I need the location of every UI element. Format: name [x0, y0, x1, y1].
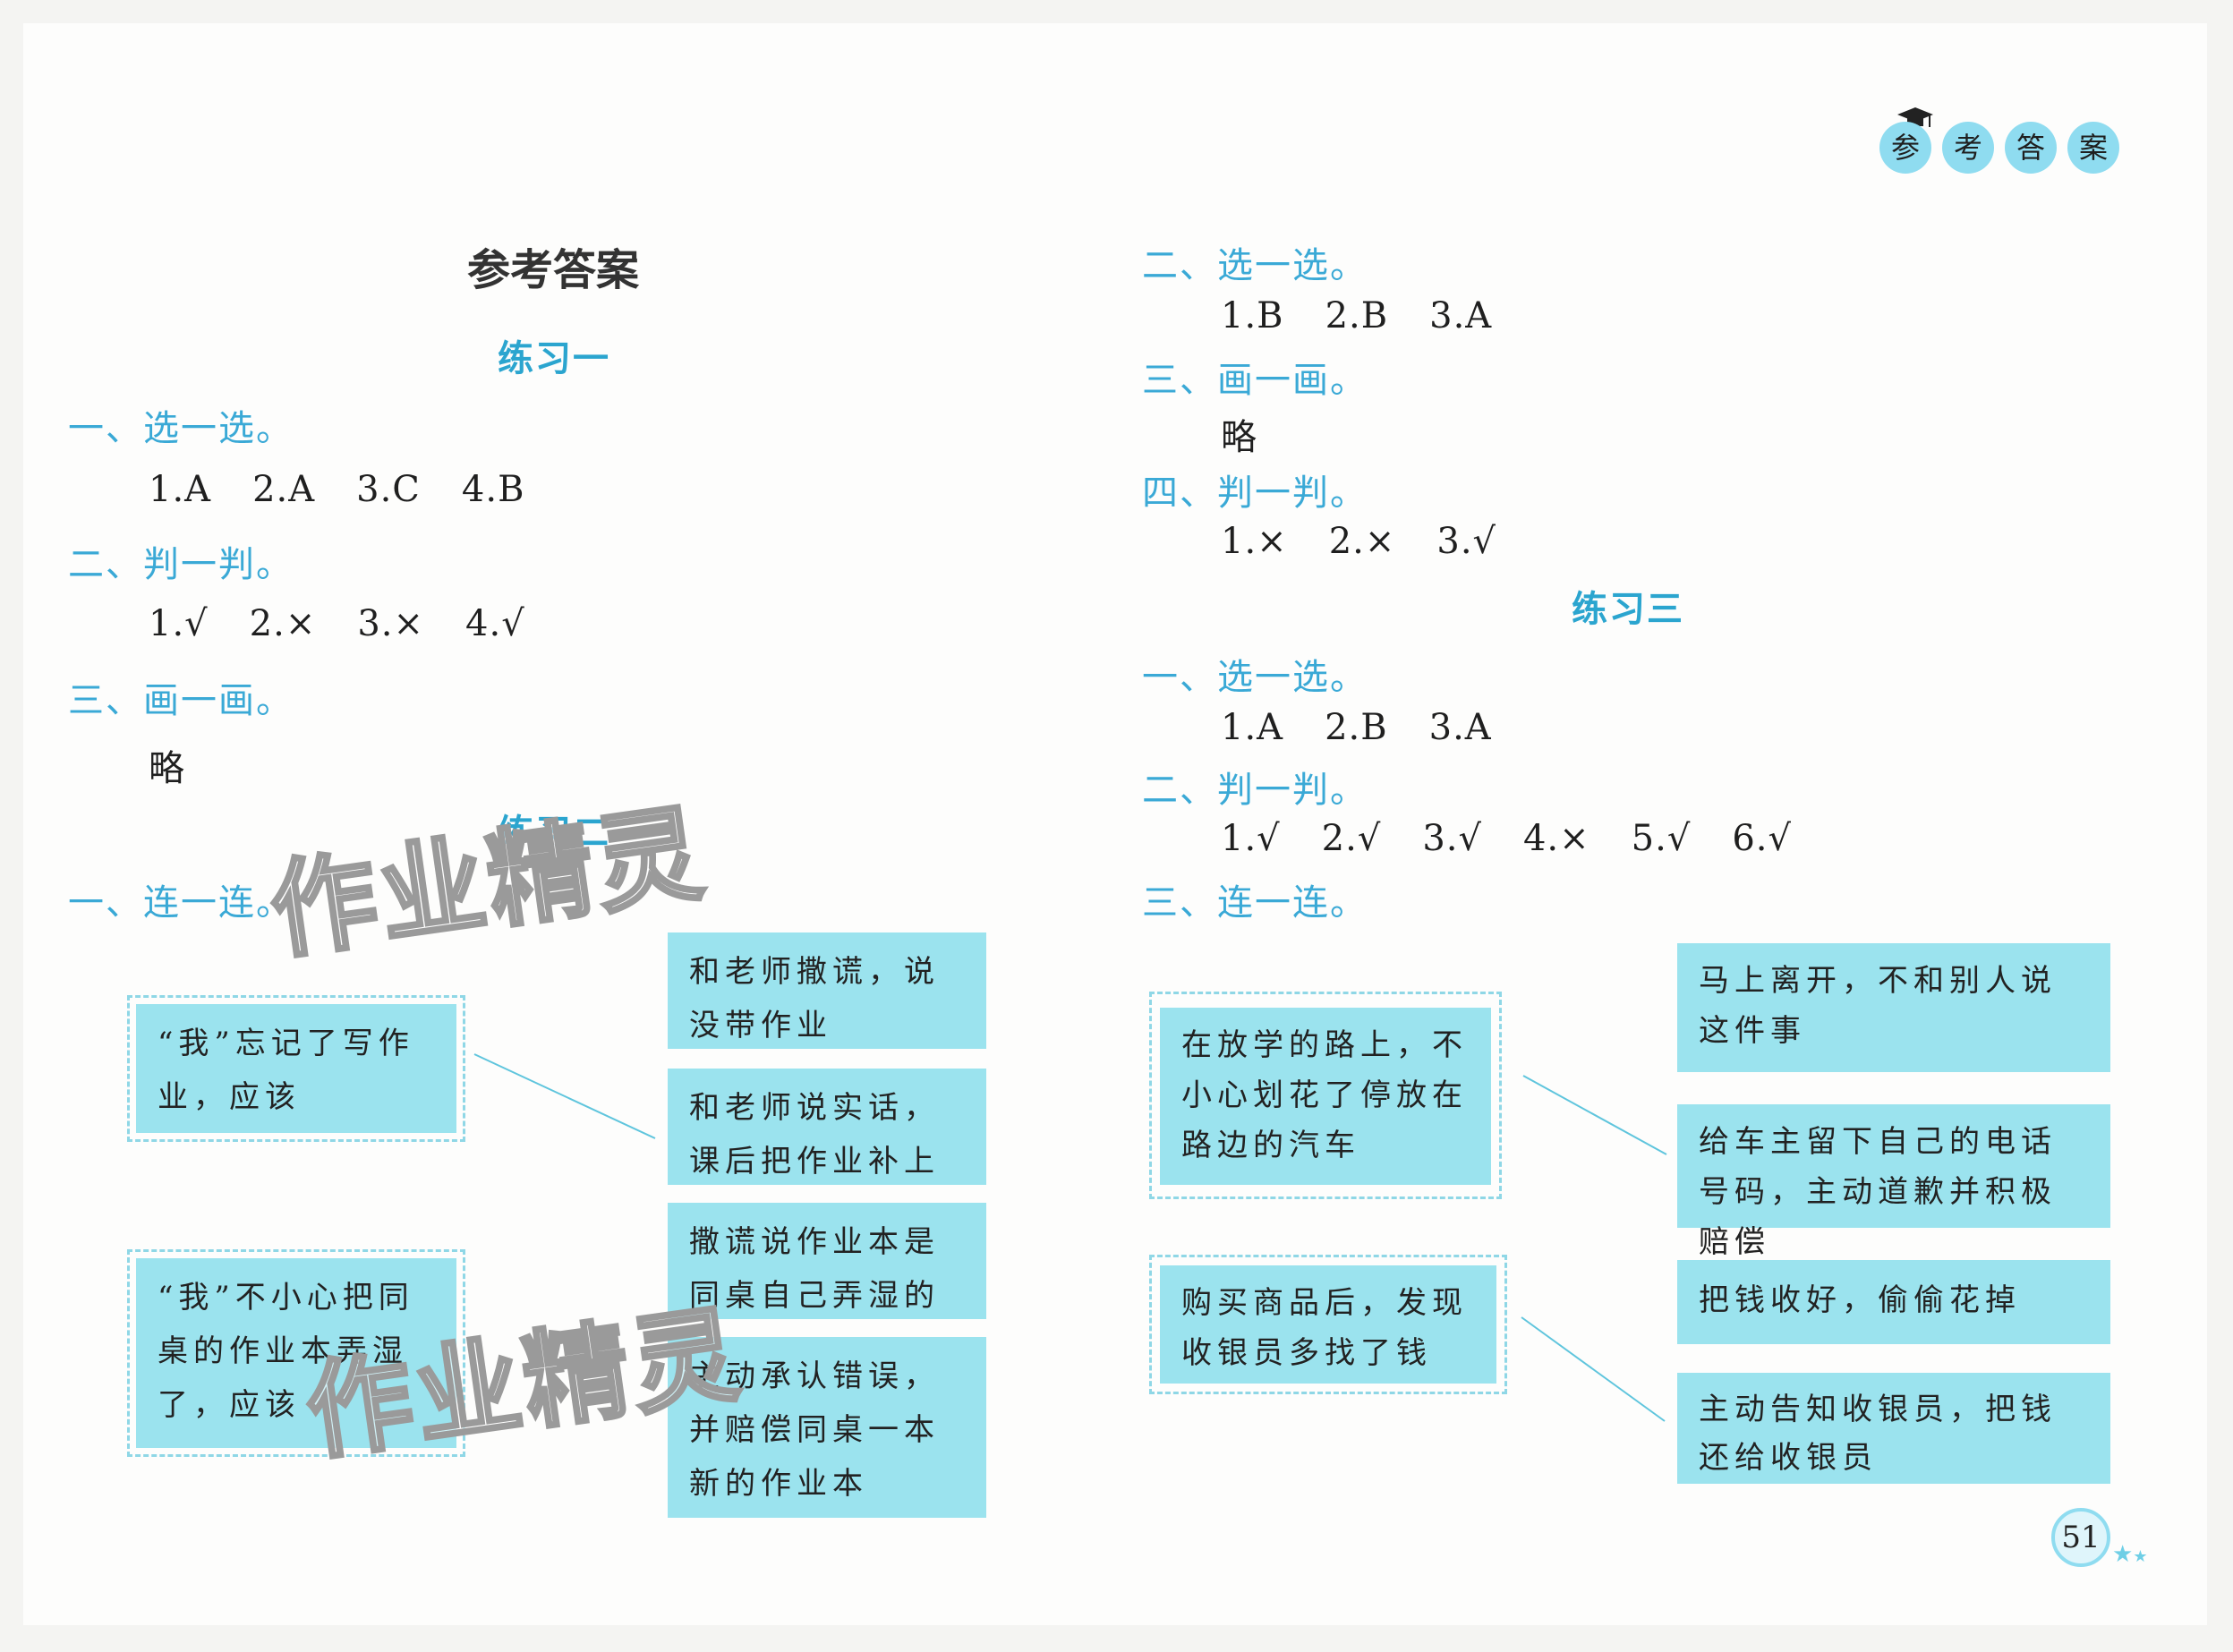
option-box: 撒谎说作业本是同桌自己弄湿的 [668, 1203, 986, 1319]
answer-text: 略 [1221, 417, 1257, 458]
question-heading: 四、判一判。 [1142, 473, 1368, 514]
page-number: 51 [2051, 1508, 2110, 1567]
dashed-frame [127, 995, 465, 1142]
option-box: 和老师说实话，课后把作业补上 [668, 1069, 986, 1185]
dashed-frame [1149, 1255, 1507, 1394]
option-box: 主动承认错误，并赔偿同桌一本新的作业本 [668, 1337, 986, 1518]
badge-char: 考 [1942, 122, 1994, 174]
question-heading: 三、连一连。 [1142, 882, 1368, 924]
question-heading: 二、选一选。 [1142, 245, 1368, 286]
lesson-heading: 练习三 [1572, 589, 1684, 630]
dashed-frame [127, 1249, 465, 1457]
page-title: 参考答案 [467, 245, 640, 295]
question-heading: 一、选一选。 [1142, 657, 1368, 698]
connector-line [1522, 1075, 1667, 1155]
lesson-heading: 练习一 [498, 338, 610, 379]
badge-char: 案 [2067, 122, 2119, 174]
connector-line [1521, 1316, 1666, 1422]
lesson-heading: 练习二 [498, 813, 610, 854]
question-heading: 二、判一判。 [68, 544, 294, 585]
scenario-box: 购买商品后，发现收银员多找了钱 [1160, 1265, 1496, 1384]
connector-line [473, 1053, 656, 1139]
option-box: 给车主留下自己的电话号码，主动道歉并积极赔偿 [1677, 1104, 2110, 1260]
answer-row: 1.√2.×3.×4.√ [149, 603, 525, 644]
question-heading: 三、画一画。 [1142, 360, 1368, 401]
badge-char: 参 [1879, 122, 1931, 174]
graduation-cap-icon [1896, 106, 1935, 136]
star-icon: ★★ [2112, 1541, 2148, 1568]
option-box: 主动告知收银员，把钱还给收银员 [1677, 1373, 2110, 1484]
option-box: 马上离开，不和别人说这件事 [1677, 943, 2110, 1072]
question-heading: 一、连一连。 [68, 882, 294, 924]
scenario-box: 在放学的路上，不小心划花了停放在路边的汽车 [1160, 1008, 1491, 1185]
answer-row: 1.×2.×3.√ [1221, 521, 1497, 562]
question-heading: 二、判一判。 [1142, 770, 1368, 811]
question-heading: 三、画一画。 [68, 680, 294, 721]
scenario-box: “我”忘记了写作业，应该 [136, 1004, 456, 1133]
option-box: 把钱收好，偷偷花掉 [1677, 1260, 2110, 1344]
scenario-box: “我”不小心把同桌的作业本弄湿了，应该 [136, 1258, 456, 1448]
badge-char: 答 [2005, 122, 2057, 174]
dashed-frame [1149, 992, 1502, 1199]
question-heading: 一、选一选。 [68, 408, 294, 449]
option-box: 和老师撒谎，说没带作业 [668, 932, 986, 1049]
answer-text: 略 [149, 748, 185, 789]
answer-row: 1.√2.√3.√4.×5.√6.√ [1221, 818, 1792, 859]
